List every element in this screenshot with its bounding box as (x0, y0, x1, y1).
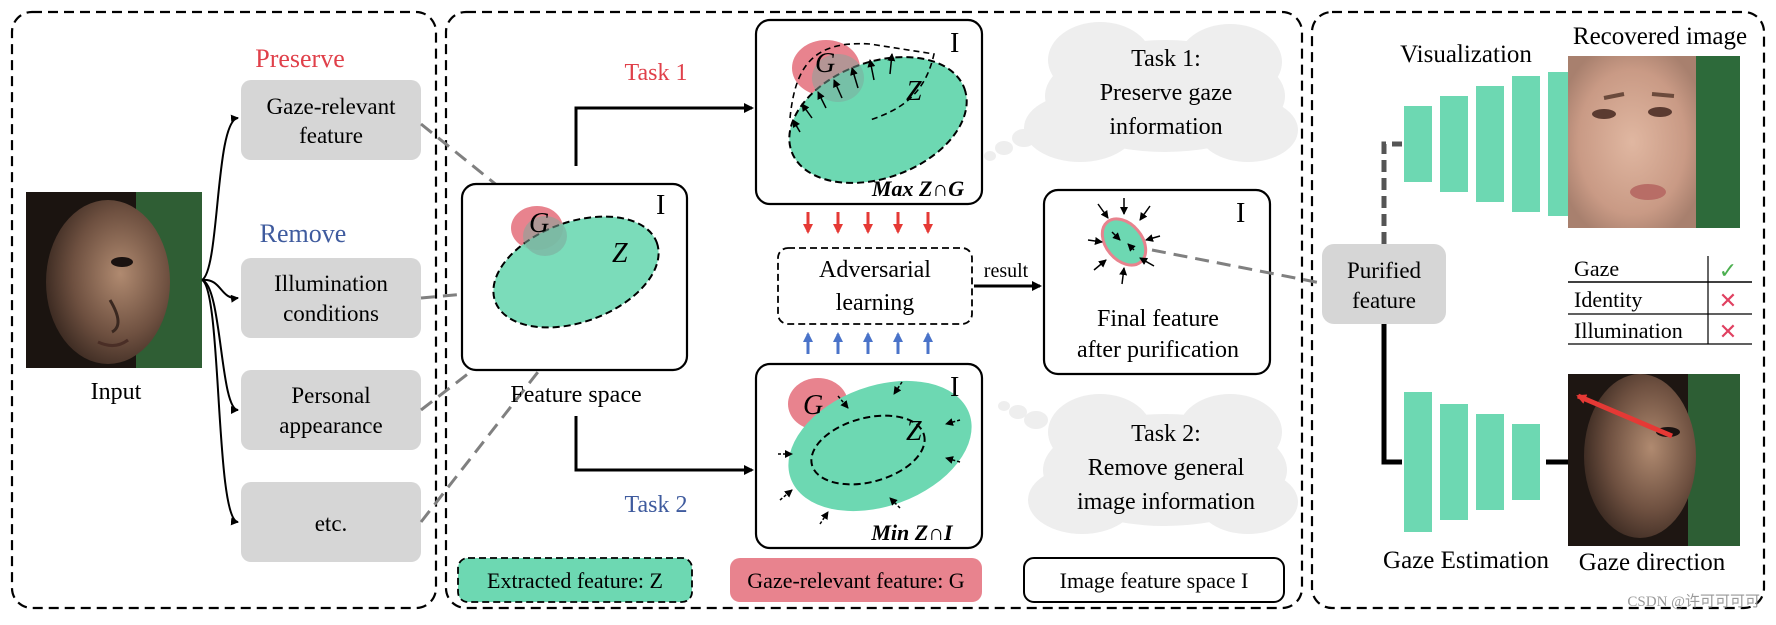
legend-extracted: Extracted feature: Z (457, 557, 693, 603)
visualization-decoder (1404, 72, 1576, 216)
table-row-gaze: Gaze (1574, 256, 1619, 281)
task1-label: Task 1 (625, 60, 688, 86)
feature-i-symbol: I (656, 190, 665, 221)
gaze-direction-image (1568, 374, 1740, 546)
personal-appearance-box: Personal appearance (241, 370, 421, 450)
gaze-direction-label: Gaze direction (1579, 549, 1726, 576)
remove-label: Remove (260, 219, 347, 248)
purified-line-2: feature (1352, 288, 1416, 313)
final-feature-box: I Final feature after purification (1042, 188, 1272, 376)
task-branch-arrows (574, 103, 754, 475)
task1-z-symbol: Z (906, 76, 922, 107)
watermark: CSDN @许可可可可 (1627, 593, 1760, 610)
cloud1-line-3: information (1109, 114, 1222, 140)
preserve-label: Preserve (255, 44, 345, 73)
purified-line-1: Purified (1347, 258, 1422, 283)
legend-gaze-relevant: Gaze-relevant feature: G (730, 558, 982, 602)
box-1-line-2: feature (299, 123, 363, 148)
task2-g-symbol: G (803, 390, 823, 421)
cloud2-line-1: Task 2: (1131, 421, 1201, 447)
box-2-line-2: conditions (283, 301, 379, 326)
input-branch-arrows (201, 114, 239, 526)
legend-extracted-text: Extracted feature: Z (487, 568, 663, 593)
box-4-line-1: etc. (315, 511, 348, 536)
red-down-arrows (803, 212, 933, 234)
legend-image-text: Image feature space I (1060, 568, 1249, 593)
cloud2-line-3: image information (1077, 489, 1255, 515)
illumination-conditions-box: Illumination conditions (241, 258, 421, 338)
gaze-estimation-decoder (1404, 392, 1540, 532)
result-label: result (984, 260, 1029, 282)
final-converge-arrows (1087, 198, 1161, 285)
feature-space-box: G Z I (460, 182, 689, 372)
box-3-line-1: Personal (291, 383, 370, 408)
box-3-line-2: appearance (279, 413, 382, 438)
purified-feature-box: Purified feature (1322, 244, 1446, 324)
min-text: Min Z∩I (870, 520, 954, 545)
adversarial-line-1: Adversarial (819, 257, 931, 283)
feature-z-symbol: Z (612, 238, 628, 269)
cross-icon: ✕ (1719, 319, 1737, 344)
attribute-table: Gaze Identity Illumination ✓ ✕ ✕ (1568, 256, 1752, 345)
task2-cloud (998, 394, 1298, 534)
purified-to-gaze-estimation (1381, 324, 1402, 465)
task2-label: Task 2 (625, 492, 688, 518)
input-label: Input (91, 379, 142, 405)
task2-inward-arrows (778, 381, 961, 525)
legend-image-space: Image feature space I (1023, 557, 1285, 603)
cross-icon: ✕ (1719, 288, 1737, 313)
max-text: Max Z∩G (871, 176, 964, 201)
cloud2-line-2: Remove general (1088, 455, 1245, 481)
task1-box: G Z I Max Z∩G (754, 18, 984, 206)
feature-space-label: Feature space (510, 382, 641, 408)
table-row-illumination: Illumination (1574, 318, 1683, 343)
cloud1-line-2: Preserve gaze (1100, 80, 1233, 106)
blue-up-arrows (803, 332, 933, 354)
left-panel-border (10, 10, 438, 610)
right-panel-border (1310, 10, 1766, 610)
input-face-image (26, 192, 202, 368)
middle-panel-border (444, 10, 1304, 610)
recovered-image-label: Recovered image (1573, 23, 1747, 50)
purified-to-visualization (1381, 141, 1402, 244)
etc-box: etc. (241, 482, 421, 562)
table-row-identity: Identity (1574, 287, 1642, 312)
final-i-symbol: I (1236, 198, 1245, 229)
visualization-label: Visualization (1400, 41, 1532, 68)
task2-z-symbol: Z (906, 416, 922, 447)
final-line-1: Final feature (1097, 306, 1219, 332)
task2-box: G Z I Min Z∩I (754, 362, 984, 550)
gaze-relevant-feature-box: Gaze-relevant feature (241, 80, 421, 160)
final-to-purified-line (1151, 248, 1327, 286)
task1-g-symbol: G (815, 48, 835, 79)
task1-shrink-arrows (792, 53, 896, 133)
box-1-line-1: Gaze-relevant (267, 94, 397, 119)
task2-i-symbol: I (950, 372, 959, 403)
legend-gaze-text: Gaze-relevant feature: G (747, 568, 965, 593)
recovered-face-image (1568, 56, 1740, 228)
check-icon: ✓ (1719, 258, 1737, 283)
gaze-estimation-label: Gaze Estimation (1383, 547, 1549, 574)
box-2-line-1: Illumination (274, 271, 388, 296)
adversarial-line-2: learning (836, 290, 915, 316)
adversarial-learning-box: Adversarial learning (777, 247, 973, 325)
final-line-2: after purification (1077, 337, 1239, 363)
feature-g-symbol: G (529, 208, 549, 239)
task1-cloud (984, 22, 1298, 162)
cloud1-line-1: Task 1: (1131, 46, 1201, 72)
task1-i-symbol: I (950, 28, 959, 59)
